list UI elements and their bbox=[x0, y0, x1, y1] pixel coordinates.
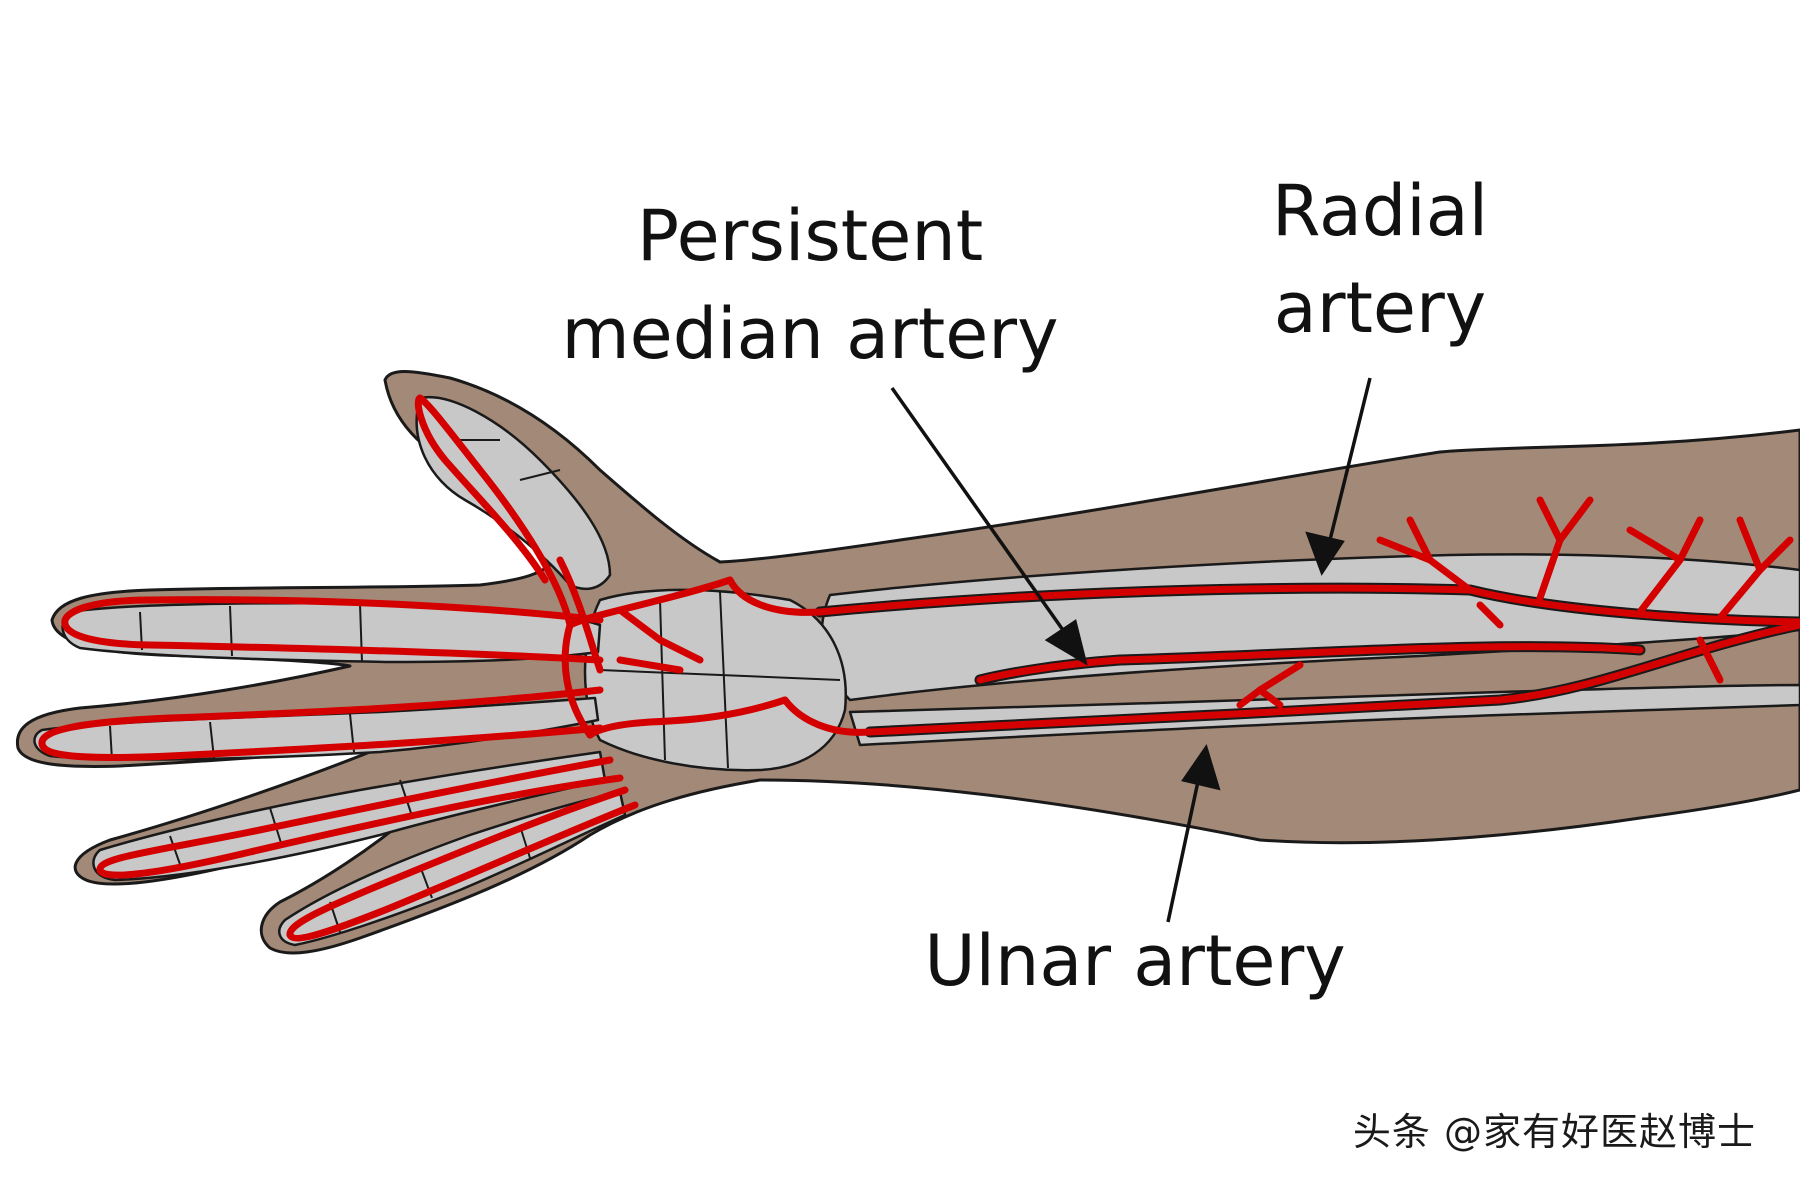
thumb-bones bbox=[415, 395, 612, 591]
radial-label-line2: artery bbox=[1274, 267, 1486, 349]
median-arrow-line bbox=[890, 386, 1072, 642]
radial-label-line1: Radial bbox=[1272, 170, 1488, 252]
median-label-line1: Persistent bbox=[637, 195, 983, 277]
ulnar-arrowhead bbox=[1181, 743, 1221, 791]
watermark-text: 头条 @家有好医赵博士 bbox=[1352, 1110, 1756, 1154]
median-arrowhead bbox=[1044, 619, 1088, 666]
label-arrows bbox=[890, 377, 1372, 923]
ulnar-arrow-line bbox=[1166, 771, 1202, 923]
bones bbox=[33, 395, 1800, 947]
radial-arrow-line bbox=[1326, 377, 1372, 549]
ulnar-artery bbox=[781, 621, 1800, 736]
median-label-line2: median artery bbox=[561, 293, 1058, 375]
ulnar-label: Ulnar artery bbox=[924, 920, 1345, 1002]
radial-arrowhead bbox=[1305, 531, 1345, 576]
arteries bbox=[38, 394, 1800, 942]
little-finger-bones bbox=[278, 790, 627, 947]
radial-artery bbox=[726, 576, 1800, 626]
ulna-bone bbox=[848, 683, 1800, 747]
median-artery bbox=[976, 643, 1644, 684]
